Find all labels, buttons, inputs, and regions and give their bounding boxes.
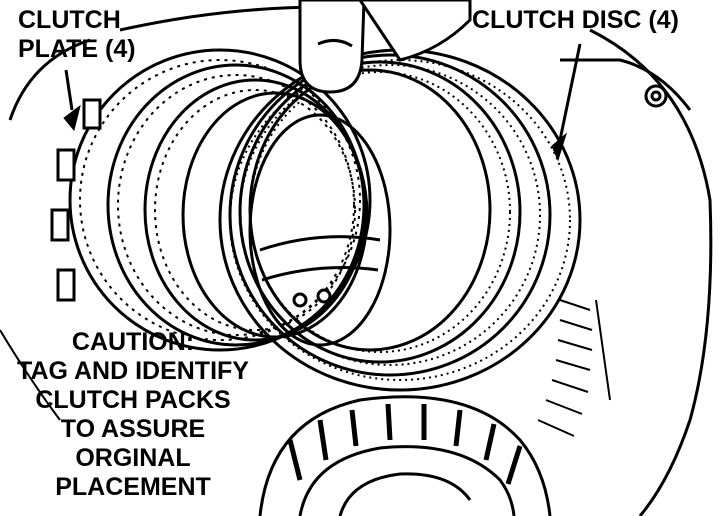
- hub-holes: [292, 288, 332, 308]
- technician-finger: [298, 0, 472, 94]
- clutch-plates: [68, 48, 372, 352]
- clutch-plate-arrowhead: [63, 104, 81, 132]
- plate-lugs: [50, 98, 102, 302]
- clutch-drum-hub: [258, 395, 552, 516]
- caution-line-4: TO ASSURE: [60, 415, 206, 443]
- arrow-heads: [63, 104, 567, 162]
- disc-friction-teeth: [229, 59, 571, 381]
- clutch-plate-line-2: PLATE (4): [18, 35, 136, 63]
- caution-line-6: PLACEMENT: [55, 473, 211, 501]
- housing-bolt-hole: [644, 84, 668, 108]
- plate-teeth: [79, 59, 361, 341]
- leader-arrows: [64, 43, 582, 141]
- caution-line-1: CAUTION:: [71, 328, 195, 356]
- caution-line-2: TAG AND IDENTIFY: [17, 357, 249, 385]
- caution-line-5: ORGINAL: [75, 444, 191, 472]
- caution-note: CAUTION: TAG AND IDENTIFY CLUTCH PACKS T…: [6, 328, 260, 502]
- clutch-plate-leader: [64, 69, 74, 111]
- clutch-plate-line-1: CLUTCH: [18, 6, 121, 34]
- clutch-disc-leader: [558, 43, 582, 141]
- clutch-disc-arrowhead: [551, 132, 567, 162]
- clutch-disc-callout: CLUTCH DISC (4): [472, 6, 679, 35]
- clutch-disc-line-1: CLUTCH DISC (4): [472, 6, 679, 34]
- clutch-plate-callout: CLUTCH PLATE (4): [18, 6, 136, 64]
- drum-splines: [287, 403, 523, 485]
- housing-splines: [537, 299, 611, 437]
- caution-line-3: CLUTCH PACKS: [35, 386, 231, 414]
